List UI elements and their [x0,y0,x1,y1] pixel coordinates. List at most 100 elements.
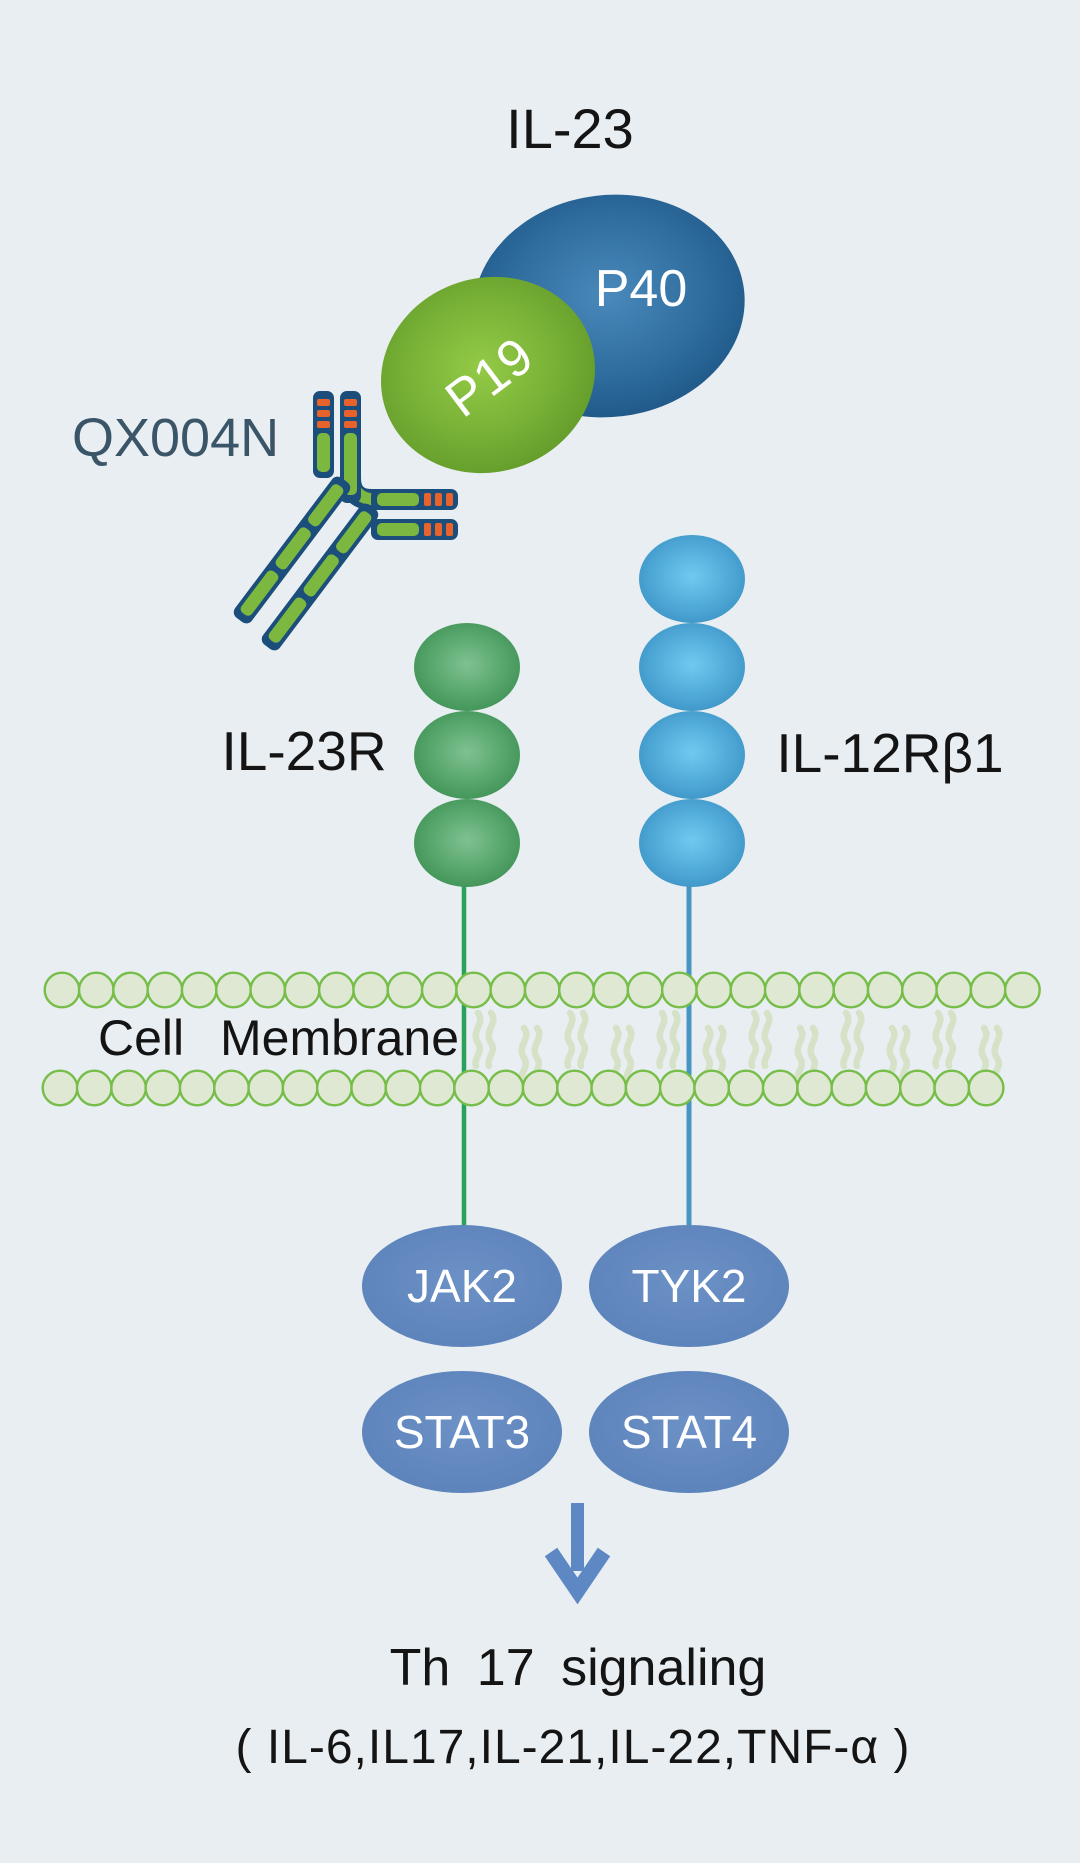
lipid-head [384,1069,422,1107]
lipid-head [658,1069,696,1107]
stat-nodes: STAT3 STAT4 [362,1371,789,1493]
lipid-tail [748,1009,760,1070]
il23r-label: IL-23R [221,720,386,782]
lipid-head [798,971,836,1009]
lipid-head [43,971,81,1009]
antibody-icon [233,391,458,651]
lipid-head [866,971,904,1009]
down-arrow-icon [544,1503,611,1605]
lipid-head [967,1069,1005,1107]
lipid-head [247,1069,285,1107]
cytokine-list-label: ( IL-6,IL17,IL-21,IL-22,TNF-α ) [236,1721,911,1774]
lipid-head [556,1069,594,1107]
lipid-head [626,971,664,1009]
lipid-head [695,971,733,1009]
lipid-head [178,1069,216,1107]
lipid-tail [472,1009,484,1070]
lipid-head [350,1069,388,1107]
lipid-head [521,1069,559,1107]
lipid-head [592,971,630,1009]
lipid-head [933,1069,971,1107]
il12rb1-receptor [639,535,745,887]
il12rb1-domain [639,535,745,623]
lipid-head [489,971,527,1009]
il23r-domain [414,711,520,799]
lipid-head [418,1069,456,1107]
lipid-head [763,971,801,1009]
lipid-head [899,1069,937,1107]
lipid-head [214,971,252,1009]
stat4-node [589,1371,789,1493]
il12rb1-domain [639,799,745,887]
antibody-arm-up [313,391,361,503]
lipid-head [935,971,973,1009]
il23r-domain [414,799,520,887]
lipid-head [144,1069,182,1107]
lipid-head [212,1069,250,1107]
lipid-head [660,971,698,1009]
lipid-head [558,971,596,1009]
il23-title: IL-23 [506,97,634,160]
lipid-tail [945,1009,957,1070]
lipid-head [796,1069,834,1107]
lipid-head [453,1069,491,1107]
lipid-head [249,971,287,1009]
lipid-tail [794,1024,806,1085]
lipid-head [283,971,321,1009]
lipid-head [281,1069,319,1107]
lipid-head [146,971,184,1009]
lipid-head [830,1069,868,1107]
membrane-bottom-row [41,1069,1005,1107]
membrane-top-row [43,971,1041,1009]
lipid-head [110,1069,148,1107]
lipid-head [864,1069,902,1107]
lipid-tail [853,1009,865,1070]
th17-signaling-label: Th 17 signaling [390,1639,767,1697]
lipid-tail [623,1024,635,1085]
p19-subunit [381,276,595,474]
lipid-head [761,1069,799,1107]
lipid-tail [564,1009,576,1070]
il12rb1-label: IL-12Rβ1 [776,722,1003,784]
antibody-label: QX004N [72,408,279,468]
il12rb1-domain [639,623,745,711]
lipid-tail [669,1009,681,1070]
lipid-tail [899,1024,911,1085]
stat3-node [362,1371,562,1493]
lipid-head [112,971,150,1009]
lipid-head [901,971,939,1009]
lipid-tail [518,1024,530,1085]
lipid-head [317,971,355,1009]
lipid-tail [761,1009,773,1070]
jak2-label: JAK2 [407,1260,517,1312]
cell-membrane: Cell Membrane [41,971,1041,1107]
lipid-head [352,971,390,1009]
lipid-head [41,1069,79,1107]
tyk2-node [589,1225,789,1347]
stat3-label: STAT3 [394,1406,530,1458]
lipid-head [75,1069,113,1107]
lipid-tail [932,1009,944,1070]
lipid-head [727,1069,765,1107]
lipid-head [729,971,767,1009]
lipid-head [180,971,218,1009]
cell-membrane-label: Cell Membrane [98,1010,459,1066]
p40-label: P40 [595,260,688,318]
antibody-arm-right [371,489,458,540]
lipid-head [832,971,870,1009]
antibody-stem [233,476,379,651]
lipid-head [77,971,115,1009]
stat4-label: STAT4 [621,1406,757,1458]
jak2-node [362,1225,562,1347]
il12rb1-domain [639,711,745,799]
il23r-receptor [414,623,520,887]
kinase-nodes: JAK2 TYK2 [362,1225,789,1347]
il23-complex: P40 P19 [381,194,745,474]
lipid-head [487,1069,525,1107]
lipid-tail [840,1009,852,1070]
il23r-domain [414,623,520,711]
lipid-tail [577,1009,589,1070]
lipid-head [420,971,458,1009]
